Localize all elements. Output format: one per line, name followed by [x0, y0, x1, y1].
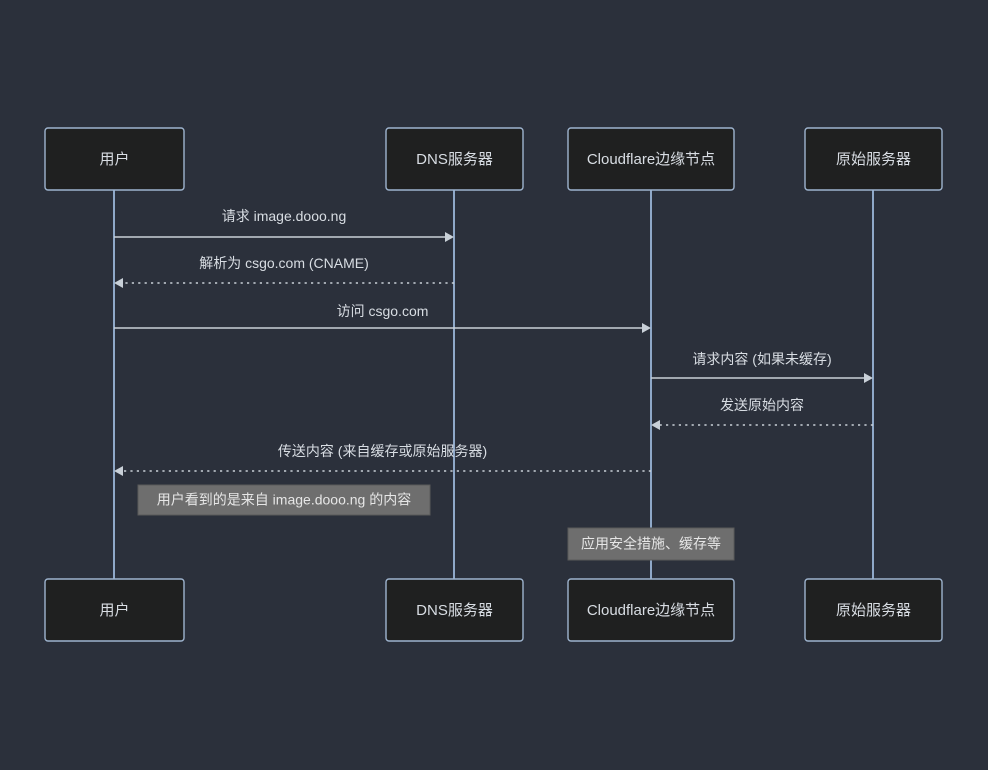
message-label-2: 解析为 csgo.com (CNAME)	[199, 255, 369, 271]
participant-label-cloudflare-bottom: Cloudflare边缘节点	[587, 602, 715, 619]
participant-box-cloudflare-top[interactable]	[567, 127, 735, 191]
participant-box-user-bottom[interactable]	[44, 578, 185, 642]
participant-label-origin-bottom: 原始服务器	[836, 602, 911, 619]
actor-boxes-bottom: 用户 DNS服务器 Cloudflare边缘节点 原始服务器	[44, 578, 943, 642]
participant-label-origin-top: 原始服务器	[836, 151, 911, 168]
note-box-1	[137, 484, 431, 516]
message-arrowhead-1	[445, 232, 454, 242]
message-arrowhead-5	[651, 420, 660, 430]
message-arrowhead-6	[114, 466, 123, 476]
participant-label-cloudflare-top: Cloudflare边缘节点	[587, 151, 715, 168]
message-label-6: 传送内容 (来自缓存或原始服务器)	[278, 443, 487, 459]
participant-label-user-bottom: 用户	[99, 602, 129, 619]
participant-box-cloudflare-bottom[interactable]	[567, 578, 735, 642]
message-label-1: 请求 image.dooo.ng	[222, 208, 347, 224]
messages-group: 请求 image.dooo.ng 解析为 csgo.com (CNAME) 访问 c…	[114, 208, 873, 476]
message-label-3: 访问 csgo.com	[337, 303, 429, 319]
message-arrowhead-4	[864, 373, 873, 383]
actor-boxes-top: 用户 DNS服务器 Cloudflare边缘节点 原始服务器	[44, 127, 943, 191]
note-box-2	[567, 527, 735, 561]
note-label-2: 应用安全措施、缓存等	[581, 536, 721, 552]
participant-label-dns-top: DNS服务器	[416, 151, 493, 168]
participant-label-dns-bottom: DNS服务器	[416, 602, 493, 619]
note-label-1: 用户看到的是来自 image.dooo.ng 的内容	[157, 492, 411, 508]
participant-box-user-top[interactable]	[44, 127, 185, 191]
message-label-5: 发送原始内容	[720, 397, 804, 413]
participant-label-user-top: 用户	[99, 151, 129, 168]
participant-box-dns-bottom[interactable]	[385, 578, 524, 642]
participant-box-origin-bottom[interactable]	[804, 578, 943, 642]
message-arrowhead-3	[642, 323, 651, 333]
lifelines-group	[113, 190, 874, 579]
participant-box-origin-top[interactable]	[804, 127, 943, 191]
message-arrowhead-2	[114, 278, 123, 288]
participant-box-dns-top[interactable]	[385, 127, 524, 191]
message-label-4: 请求内容 (如果未缓存)	[692, 351, 831, 367]
